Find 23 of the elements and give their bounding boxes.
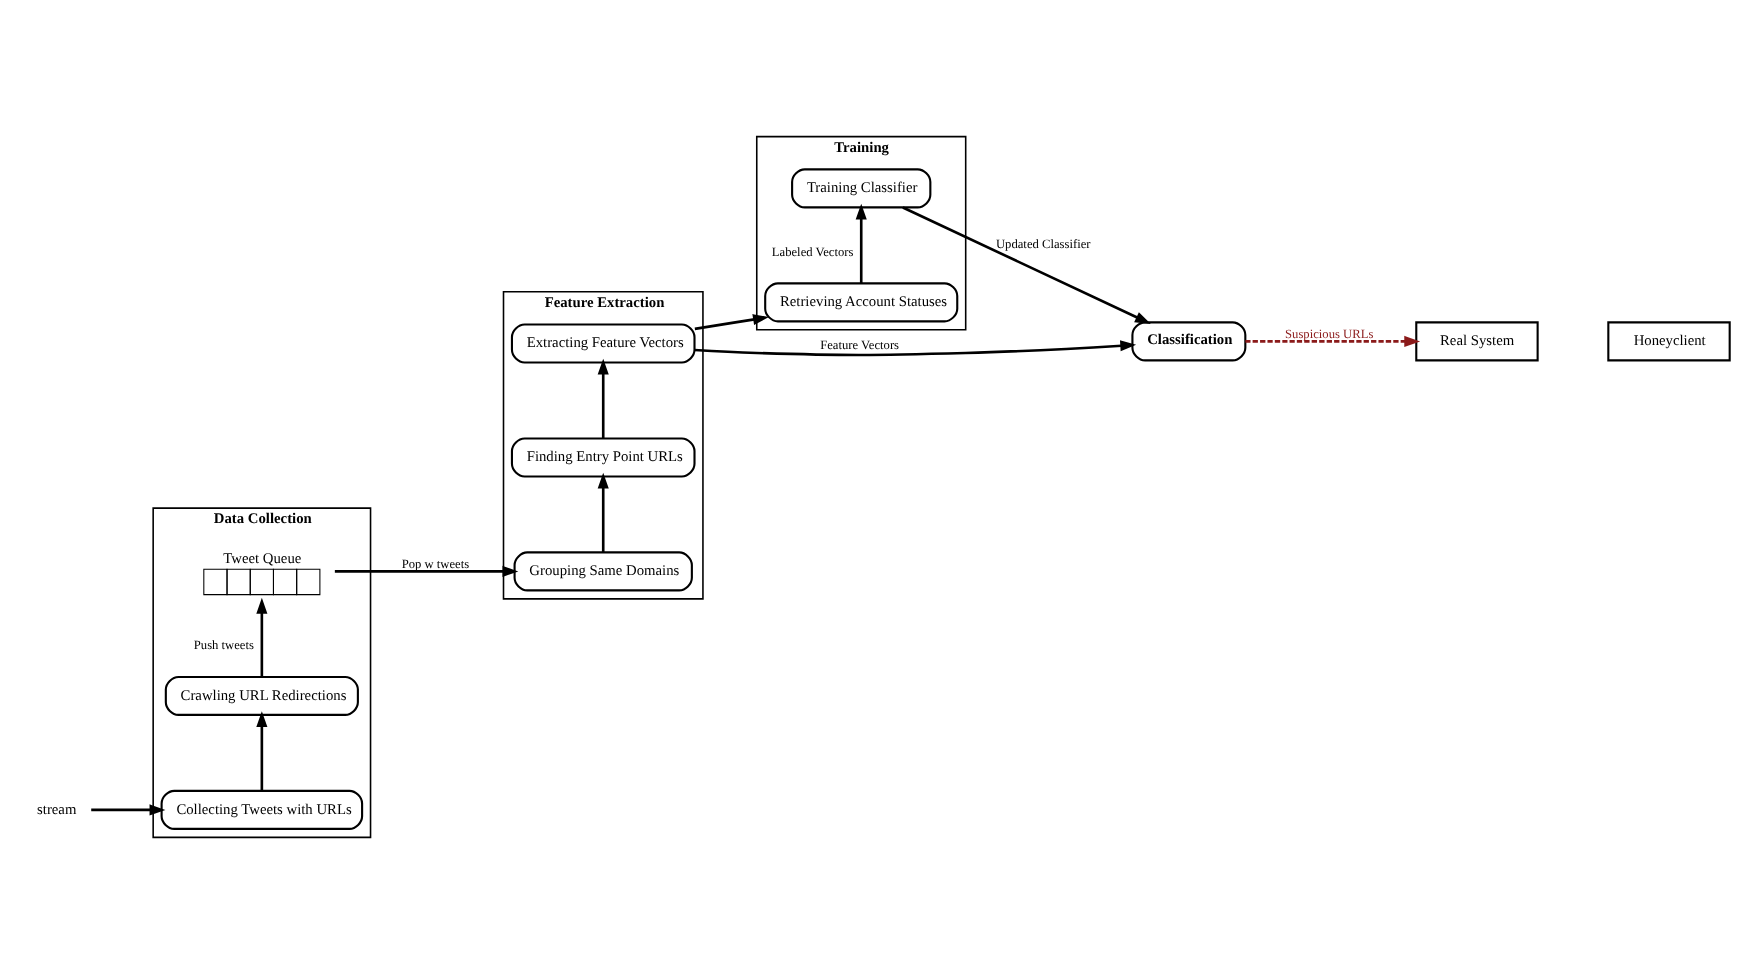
arrow — [597, 357, 609, 438]
node-box: Real System — [1415, 320, 1539, 361]
node-text: stream — [37, 798, 77, 817]
node-box: Extracting Feature Vectors — [510, 322, 696, 363]
node-box: Grouping Same Domains — [513, 550, 693, 591]
node-box: Crawling URL Redirections — [164, 674, 359, 715]
arrow — [256, 710, 268, 790]
node-box: Training Classifier — [791, 167, 932, 208]
arrow — [334, 564, 519, 576]
node-box: Finding Entry Point URLs — [510, 436, 696, 477]
arrow — [1245, 334, 1421, 346]
arrow — [91, 803, 166, 815]
arrow — [256, 596, 268, 676]
arrow — [855, 202, 867, 283]
node-box: Honeyclient — [1607, 320, 1731, 361]
arrow — [694, 313, 769, 330]
node-label: Tweet Queue — [223, 548, 302, 567]
arrow — [902, 205, 1151, 323]
arrow — [597, 471, 609, 552]
node-box: Collecting Tweets with URLs — [160, 788, 364, 829]
node-box: Classification — [1131, 320, 1247, 361]
arrow — [694, 339, 1137, 356]
node-box: Retrieving Account Statuses — [764, 281, 959, 322]
